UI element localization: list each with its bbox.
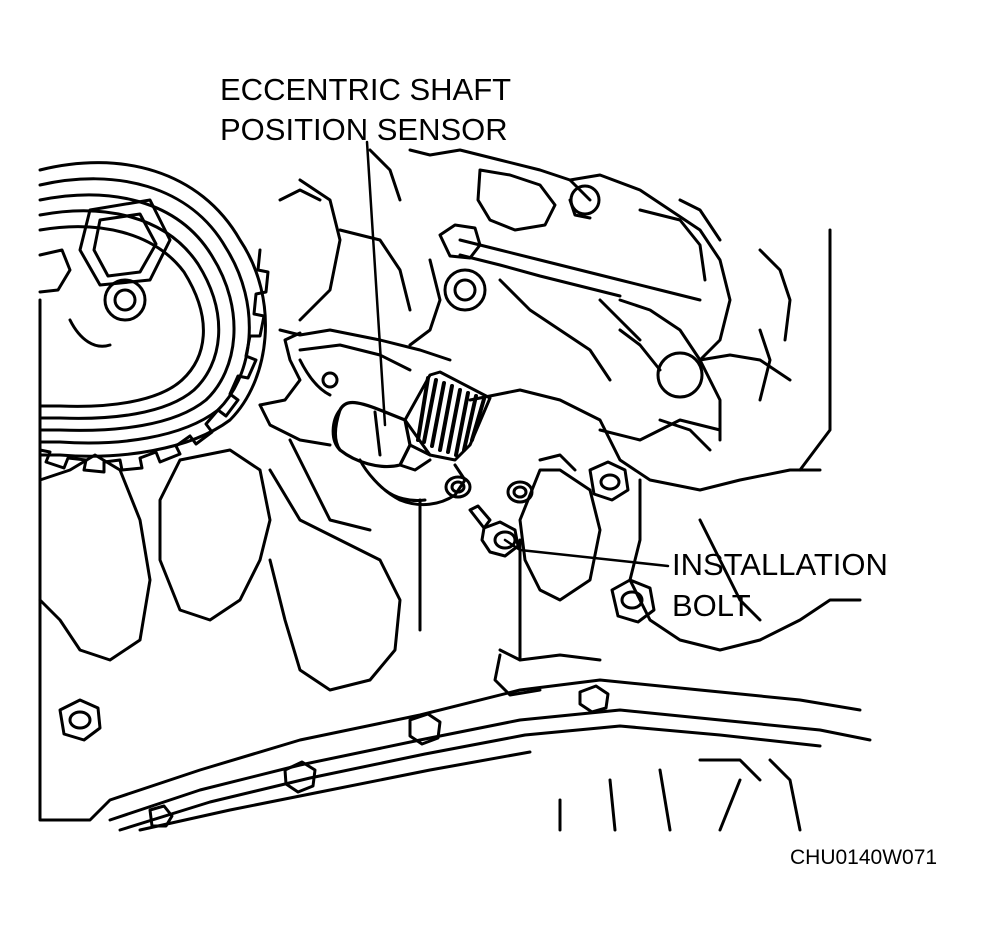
bolt-label-line-1: INSTALLATION — [672, 547, 888, 582]
sensor-connector — [416, 376, 486, 457]
engine-block-outline — [38, 228, 862, 822]
eccentric-shaft-position-sensor — [331, 370, 492, 507]
figure-code: CHU0140W071 — [790, 846, 938, 869]
sensor-label-line-2: POSITION SENSOR — [220, 112, 508, 147]
oil-pan — [108, 648, 872, 832]
cover-bolts — [58, 460, 656, 828]
crankshaft-pulley — [38, 161, 267, 458]
eccentric-shaft-timing-ring — [38, 248, 270, 474]
installation-bolt — [468, 453, 577, 558]
leader-lines — [365, 140, 670, 568]
upper-right-housing — [408, 148, 792, 452]
front-cover-bracket — [258, 148, 452, 532]
sensor-label-line-1: ECCENTRIC SHAFT — [220, 72, 512, 107]
bolt-label-line-2: BOLT — [672, 588, 751, 623]
